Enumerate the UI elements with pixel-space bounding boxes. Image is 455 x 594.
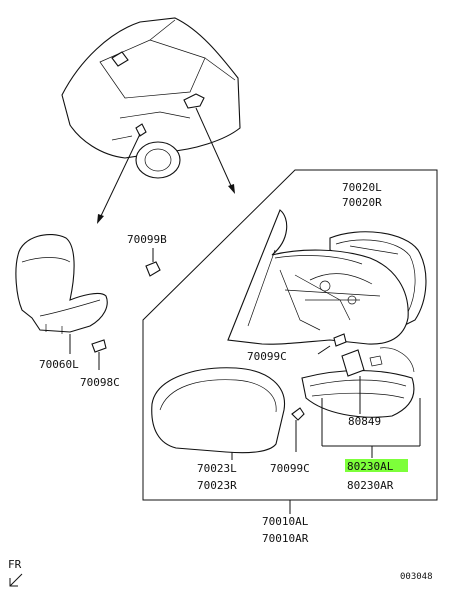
screw-70099C-lower — [291, 407, 305, 452]
label-80849: 80849 — [348, 415, 381, 428]
drawing-number: 003048 — [400, 572, 433, 582]
mirror-base-cover — [15, 234, 108, 354]
label-70020L: 70020L — [342, 181, 382, 194]
label-70020R: 70020R — [342, 196, 382, 209]
label-70099C-lower: 70099C — [270, 462, 310, 475]
label-70010AL: 70010AL — [262, 515, 309, 528]
front-direction-indicator: FR — [8, 558, 23, 587]
label-70060L: 70060L — [39, 358, 79, 371]
label-80230AL: 80230AL — [347, 460, 394, 473]
label-70010AR: 70010AR — [262, 532, 309, 545]
clip-70099C-upper — [317, 333, 347, 355]
label-70099B: 70099B — [127, 233, 167, 246]
clip-70099B — [145, 248, 161, 277]
label-70098C: 70098C — [80, 376, 120, 389]
label-70099C-upper: 70099C — [247, 350, 287, 363]
leader-arrows — [97, 107, 235, 224]
label-80230AR: 80230AR — [347, 479, 394, 492]
vehicle-illustration — [61, 17, 241, 179]
turn-signal-lamp — [301, 347, 415, 418]
label-70023R: 70023R — [197, 479, 237, 492]
screw-70098C — [91, 339, 107, 370]
lamp-bracket-lines — [321, 398, 421, 458]
mirror-cover — [151, 367, 286, 460]
label-70023L: 70023L — [197, 462, 237, 475]
mirror-housing — [227, 209, 409, 345]
front-label: FR — [8, 558, 22, 571]
highlight-80230AL — [345, 459, 408, 472]
